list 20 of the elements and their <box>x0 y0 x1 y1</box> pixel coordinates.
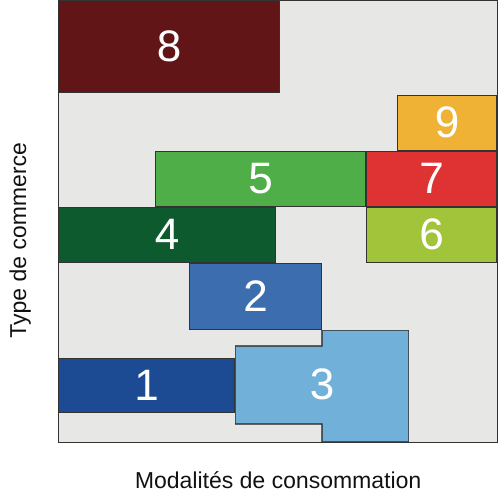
y-axis-label: Type de commerce <box>4 142 32 338</box>
category-block <box>189 263 322 330</box>
block-number: 1 <box>134 364 159 408</box>
block-number: 5 <box>248 157 273 201</box>
x-axis-label: Modalités de consommation <box>134 466 422 495</box>
block-number: 3 <box>310 363 334 407</box>
block-number: 4 <box>154 213 180 257</box>
category-block <box>58 207 276 263</box>
category-block <box>235 330 409 442</box>
block-number: 8 <box>156 24 182 68</box>
category-block <box>58 0 280 93</box>
category-block <box>397 95 497 151</box>
block-number: 2 <box>243 274 268 318</box>
category-block <box>155 151 366 207</box>
category-block <box>366 207 497 263</box>
block-number: 6 <box>419 213 444 257</box>
block-number: 7 <box>419 157 444 201</box>
category-block <box>58 358 235 413</box>
category-block <box>366 151 497 207</box>
block-number: 9 <box>434 101 460 145</box>
